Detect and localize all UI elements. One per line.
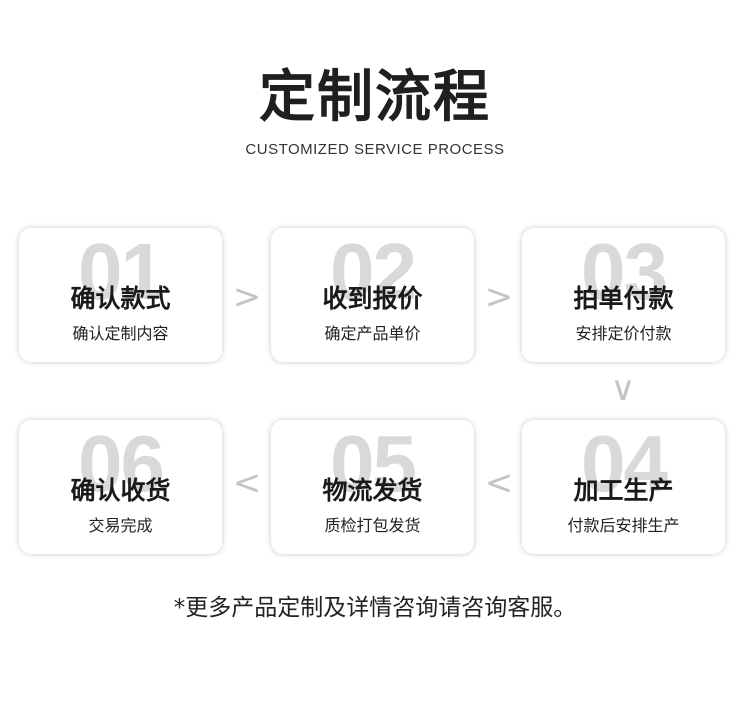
step-description: 交易完成 [88,516,153,535]
arrow-right-icon: > [484,277,514,317]
step-card-04: 04 加工生产 付款后安排生产 [522,420,725,554]
step-title: 确认款式 [70,284,171,313]
step-description: 安排定价付款 [575,324,672,343]
step-number: 02 [330,228,417,316]
arrow-right-icon: > [232,277,262,317]
step-title: 物流发货 [322,476,423,505]
page-subtitle: CUSTOMIZED SERVICE PROCESS [245,141,505,158]
step-title: 拍单付款 [573,284,674,313]
step-number: 04 [581,420,668,508]
page-title: 定制流程 [259,65,491,130]
step-title: 收到报价 [322,284,423,313]
arrow-left-icon: < [484,463,514,503]
step-card-06: 06 确认收货 交易完成 [19,420,222,554]
step-description: 付款后安排生产 [567,516,680,535]
step-card-01: 01 确认款式 确认定制内容 [19,228,222,362]
step-title: 确认收货 [70,476,171,505]
step-description: 确认定制内容 [72,324,169,343]
step-number: 06 [78,420,165,508]
step-description: 确定产品单价 [324,324,421,343]
arrow-down-icon: ∨ [610,369,636,409]
step-number: 03 [581,228,668,316]
step-number: 05 [330,420,417,508]
step-card-05: 05 物流发货 质检打包发货 [271,420,474,554]
footer-note: *更多产品定制及详情咨询请咨询客服。 [173,595,577,621]
step-card-03: 03 拍单付款 安排定价付款 [522,228,725,362]
step-description: 质检打包发货 [324,516,421,535]
step-number: 01 [78,228,165,316]
step-title: 加工生产 [573,476,674,505]
arrow-left-icon: < [232,463,262,503]
step-card-02: 02 收到报价 确定产品单价 [271,228,474,362]
